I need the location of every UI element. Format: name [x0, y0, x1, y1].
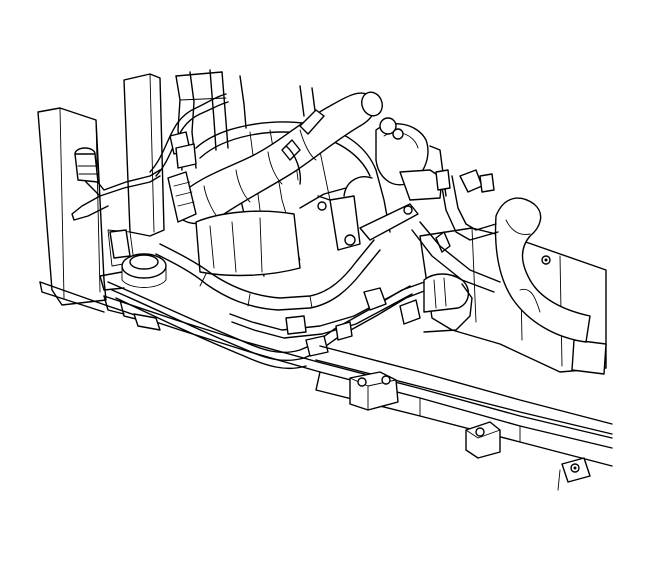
- vent-hose-left: [71, 147, 161, 221]
- frame-rail: [39, 281, 613, 467]
- heater-hoses-right: [411, 169, 551, 293]
- lower-radiator-hose: [155, 239, 381, 311]
- line-fittings: [285, 273, 473, 357]
- thermostat-housing: [375, 117, 447, 201]
- engine-block-lower: [195, 210, 607, 375]
- wire-harness-upper: [149, 93, 229, 177]
- hose-clamp-upper: [281, 109, 325, 185]
- hose-bracket-center: [299, 176, 419, 251]
- connectors-and-bolts: [169, 128, 577, 470]
- drain-plug: [99, 253, 167, 291]
- coolant-hose-right: [494, 197, 591, 343]
- frame-mount-brackets: [109, 229, 591, 491]
